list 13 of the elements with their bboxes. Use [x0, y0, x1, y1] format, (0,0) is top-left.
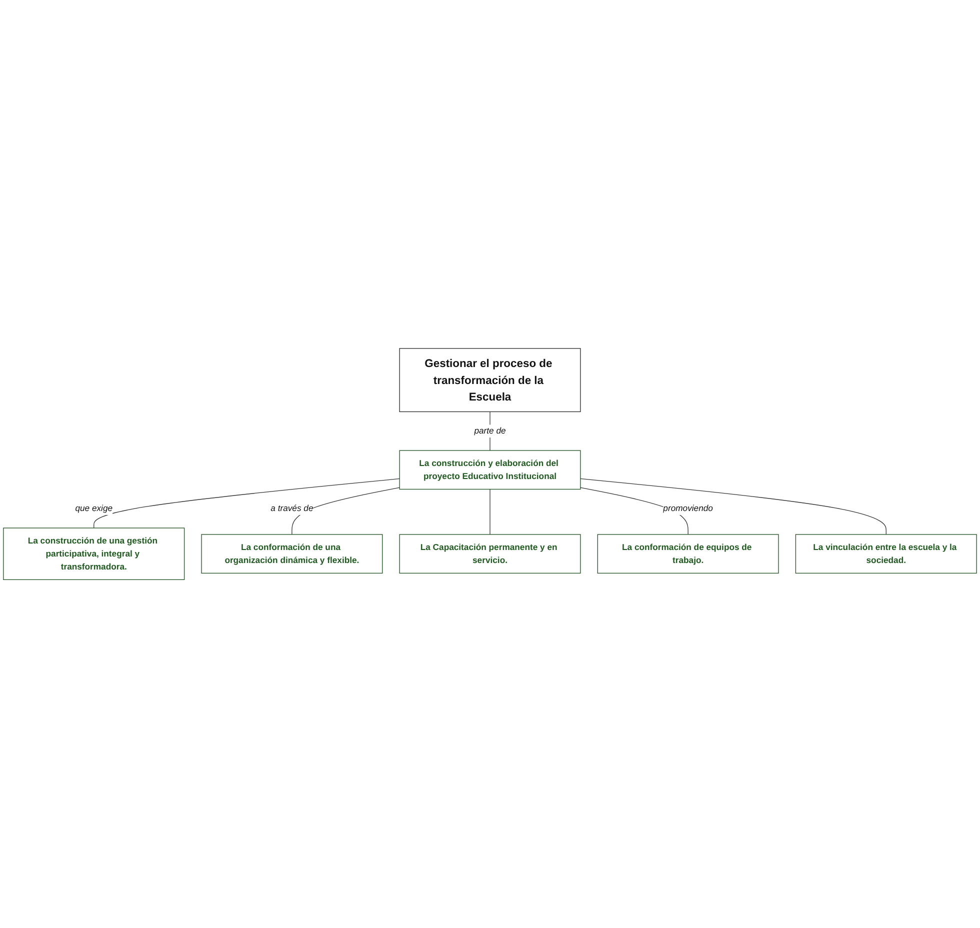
node-box: La construcción y elaboración del proyecto Educativo Institucional — [399, 450, 581, 490]
edge-label: promoviendo — [663, 504, 713, 514]
connector — [292, 487, 400, 535]
node-box: La conformación de equipos de trabajo. — [597, 534, 779, 574]
edge-label: que exige — [75, 504, 113, 514]
edge-label: parte de — [474, 426, 506, 436]
node-box: La Capacitación permanente y en servicio. — [399, 534, 581, 574]
connector — [94, 478, 400, 528]
node-box: La construcción de una gestión participativa, integral y transformadora. — [3, 528, 185, 580]
edge-label: a través de — [270, 504, 314, 514]
node-box: La vinculación entre la escuela y la sociedad. — [795, 534, 977, 574]
node-box: Gestionar el proceso de transformación de la Escuela — [399, 348, 581, 412]
node-box: La conformación de una organización dinámica y flexible. — [201, 534, 383, 574]
